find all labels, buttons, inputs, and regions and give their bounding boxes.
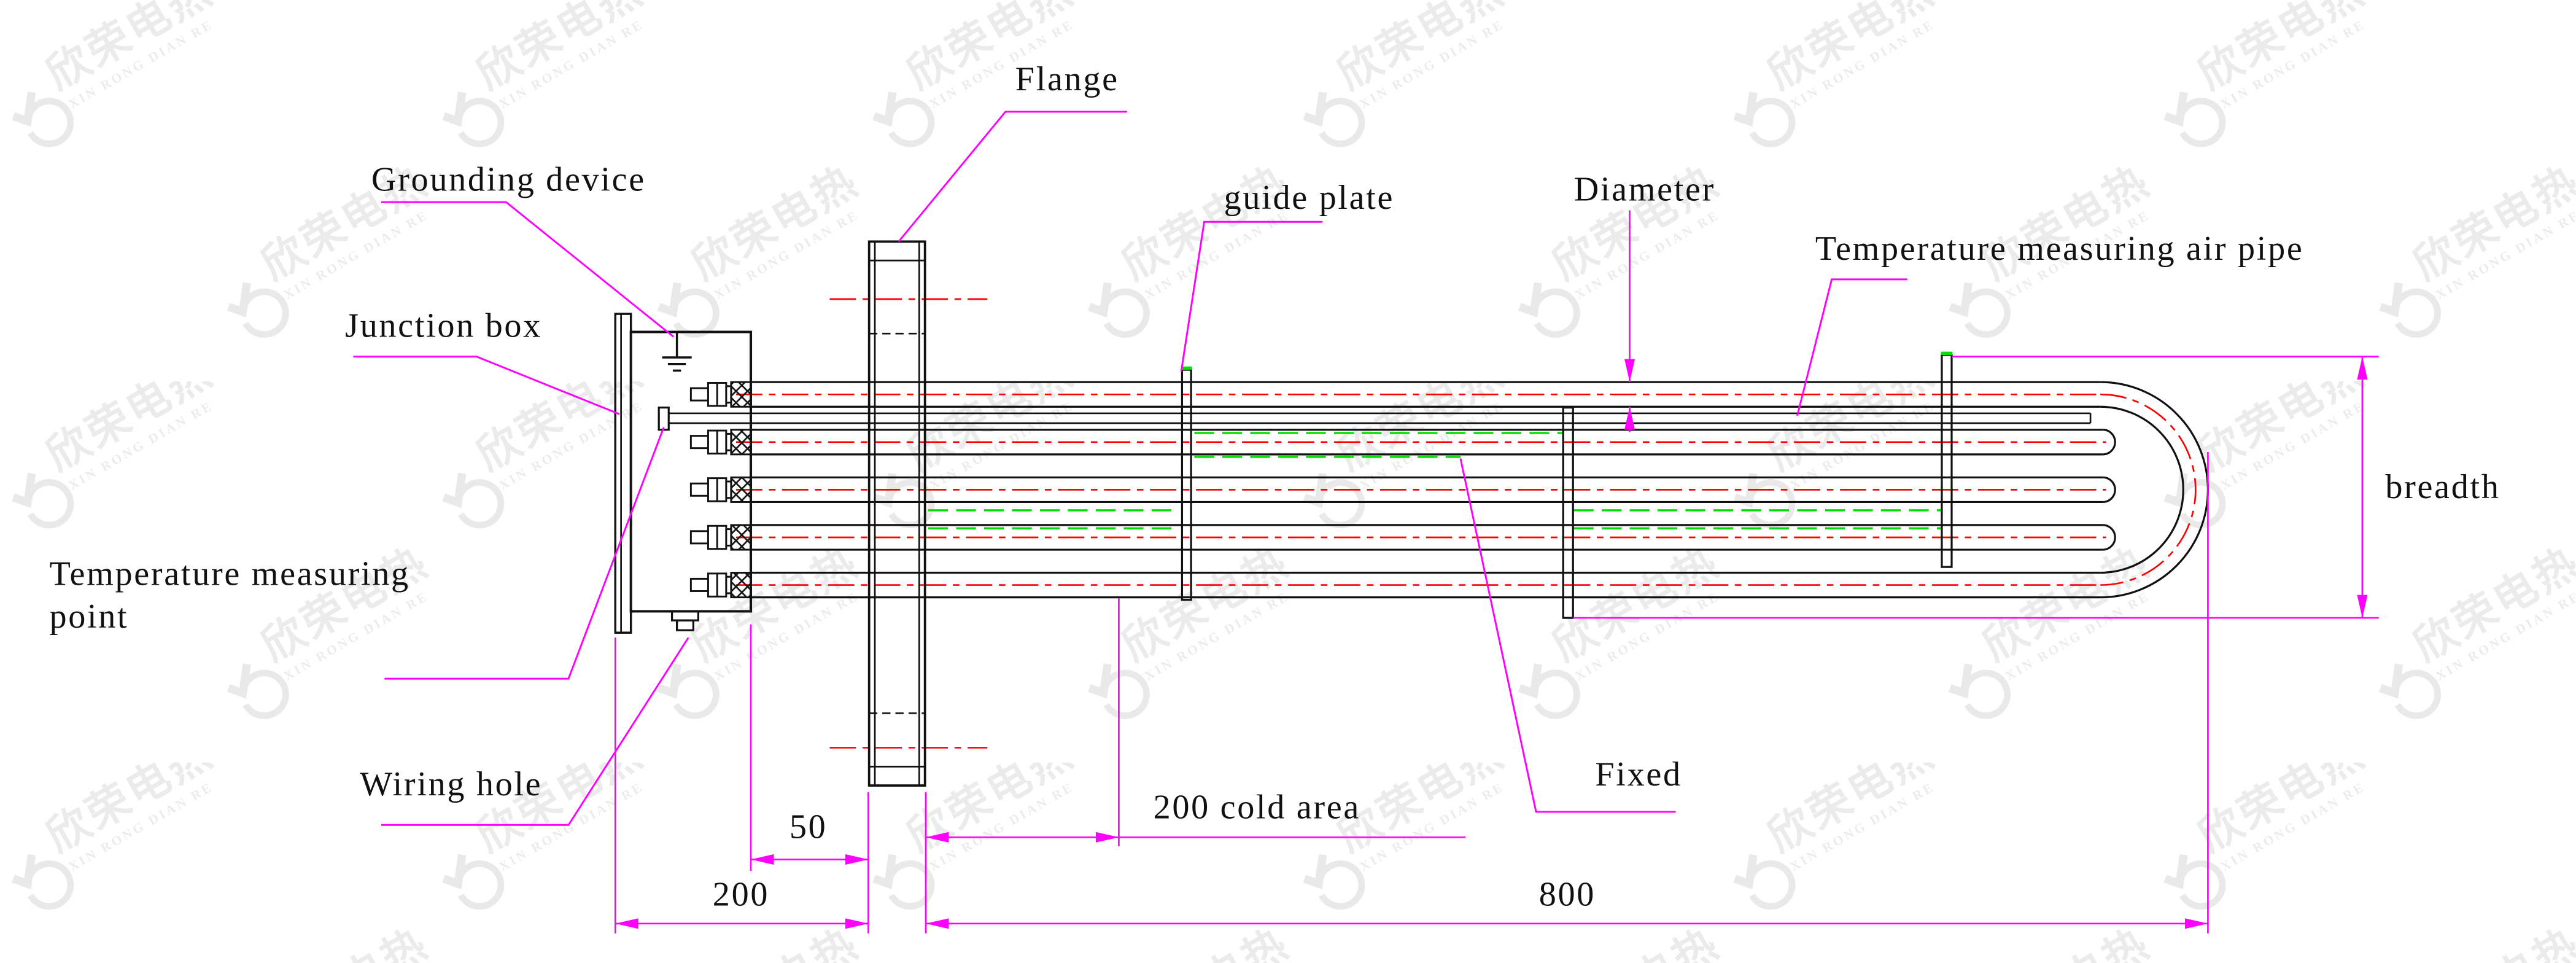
leader-flange xyxy=(898,111,1127,243)
temperature-pipe-lines xyxy=(928,432,1942,529)
dimension-800: 800 xyxy=(925,875,2208,929)
label-fixed: Fixed xyxy=(1595,755,1682,793)
labels: Flange Grounding device Junction box Tem… xyxy=(49,60,2304,803)
label-temperature-measuring-line2: point xyxy=(49,598,128,636)
heating-tube-row-5 xyxy=(751,571,2101,599)
dimension-50-text: 50 xyxy=(789,808,828,846)
leader-temperature-measuring-point xyxy=(384,427,665,680)
leader-grounding-device xyxy=(381,201,675,338)
heating-tube-row-1 xyxy=(751,381,2101,408)
plates xyxy=(1181,351,1953,619)
heating-tube-row-3 xyxy=(751,476,2116,504)
return-bend-cap-row-3 xyxy=(2103,476,2116,504)
dimension-cold-area: 200 cold area xyxy=(925,789,1465,843)
terminal-studs xyxy=(689,381,752,599)
label-wiring-hole: Wiring hole xyxy=(360,765,542,803)
wiring-hole xyxy=(670,610,700,631)
terminal-stud-1 xyxy=(689,381,752,408)
return-bend-cap-row-4 xyxy=(2103,524,2116,551)
terminal-stud-2 xyxy=(689,429,752,456)
heating-tube-row-4 xyxy=(751,524,2116,551)
dimension-200: 200 xyxy=(615,875,869,929)
air-pipe xyxy=(669,412,2092,424)
terminal-stud-3 xyxy=(689,476,752,503)
heating-tubes xyxy=(751,381,2209,599)
label-diameter: Diameter xyxy=(1574,170,1715,208)
label-breadth: breadth xyxy=(2385,468,2500,506)
label-guide-plate: guide plate xyxy=(1224,179,1395,217)
flange xyxy=(867,240,926,787)
grounding-symbol xyxy=(662,332,692,372)
dimension-200-text: 200 xyxy=(713,875,769,913)
dimensions: 50 200 200 cold area 800 breadth xyxy=(614,210,2500,934)
leader-wiring-hole xyxy=(381,637,689,826)
terminal-stud-4 xyxy=(689,524,752,551)
label-junction-box: Junction box xyxy=(345,307,542,345)
label-air-pipe: Temperature measuring air pipe xyxy=(1815,230,2304,268)
label-flange: Flange xyxy=(1015,60,1119,98)
dimension-diameter xyxy=(1624,210,1635,432)
leader-fixed xyxy=(1459,458,1676,813)
leader-lines xyxy=(353,111,1907,826)
terminal-stud-5 xyxy=(689,572,752,599)
return-bend-cap-row-2 xyxy=(2103,429,2116,456)
dimension-cold-area-text: 200 cold area xyxy=(1154,789,1360,827)
support-plate-2 xyxy=(1562,406,1574,619)
dimension-50: 50 xyxy=(751,808,869,865)
dimension-800-text: 800 xyxy=(1539,875,1596,913)
dimension-breadth: breadth xyxy=(2357,356,2500,618)
label-temperature-measuring-line1: Temperature measuring xyxy=(49,555,409,593)
leader-air-pipe xyxy=(1796,278,1907,416)
junction-assembly xyxy=(614,313,753,634)
temperature-measuring-point-flag xyxy=(658,406,670,431)
heating-tube-row-2 xyxy=(751,429,2116,456)
leader-guide-plate xyxy=(1180,220,1323,372)
leader-junction-box xyxy=(353,356,620,415)
label-grounding-device: Grounding device xyxy=(371,160,646,198)
